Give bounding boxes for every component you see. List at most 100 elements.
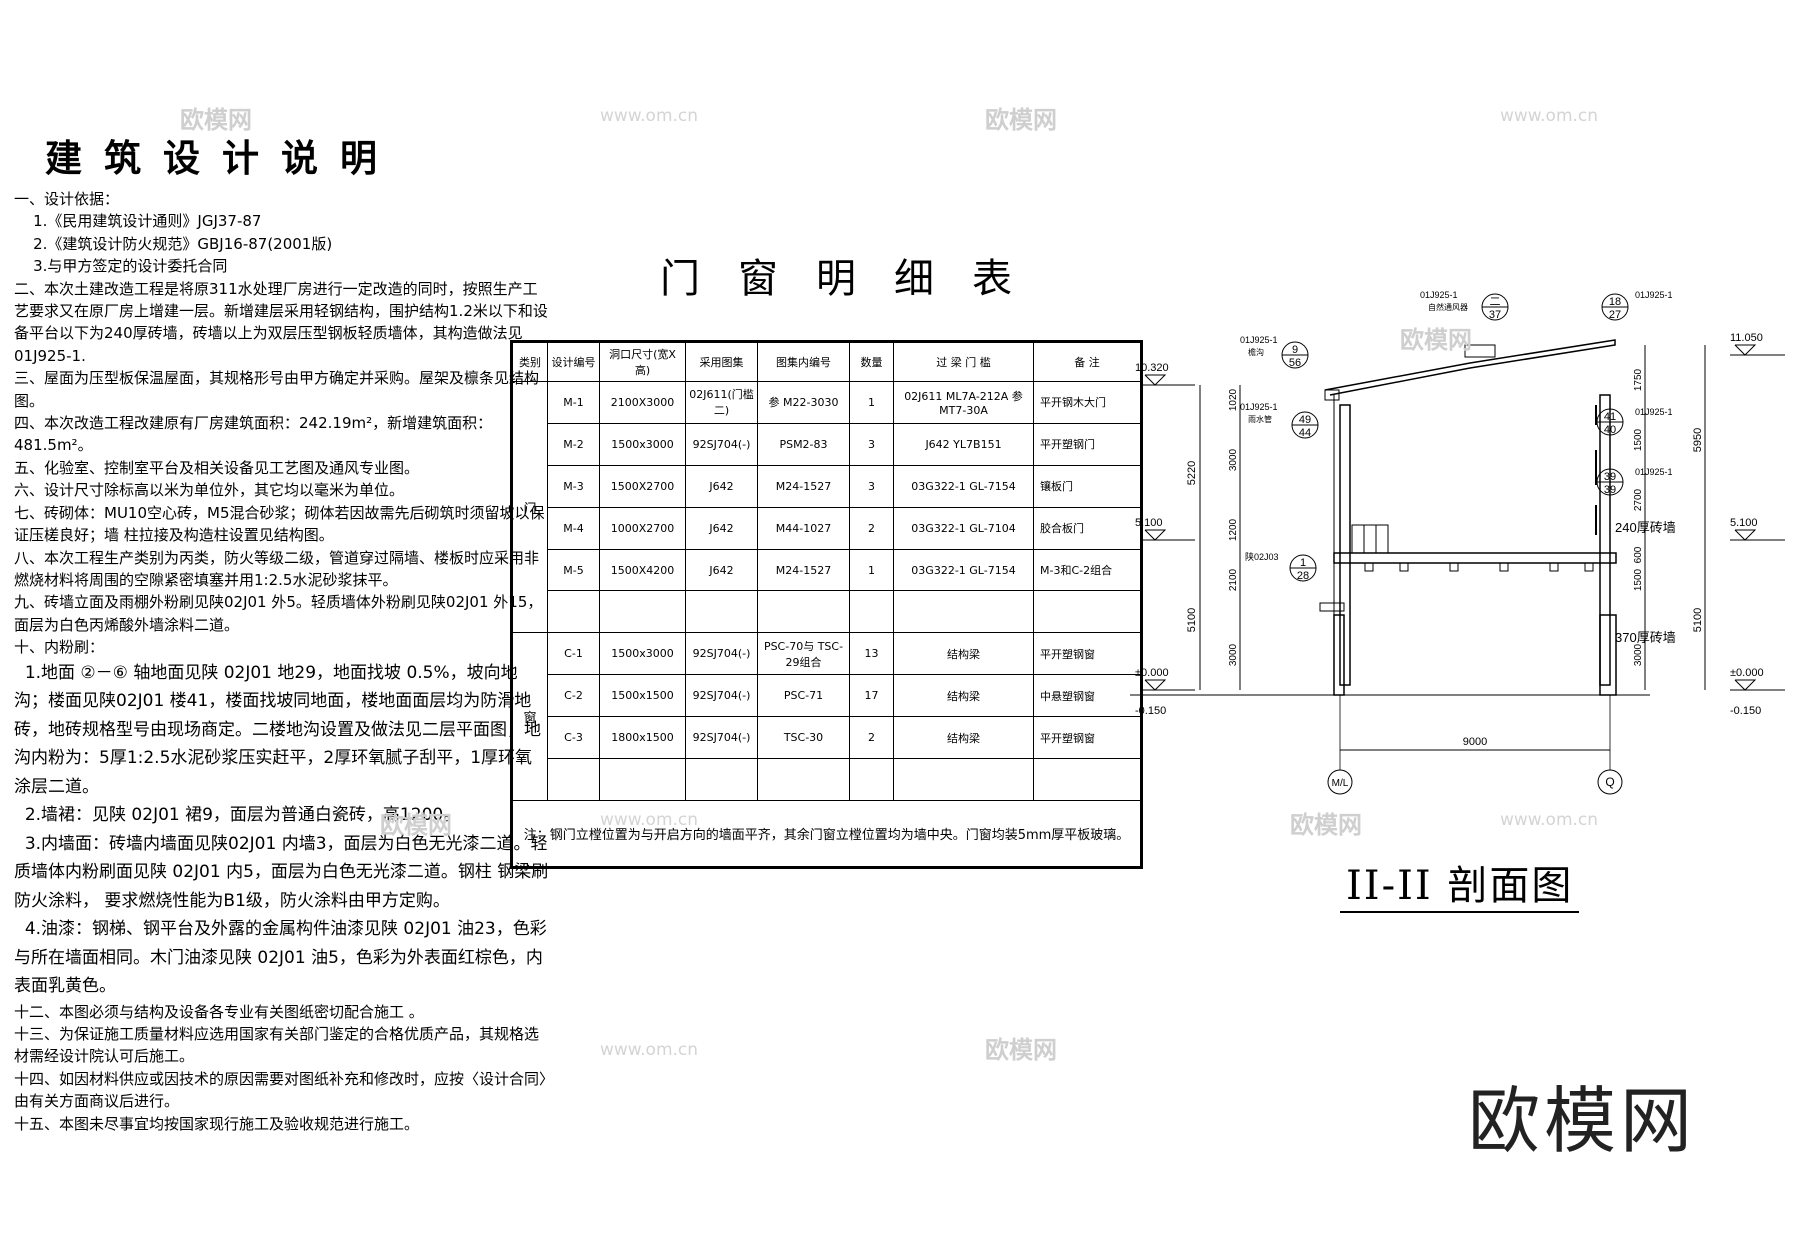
elevation-marker: [1144, 679, 1167, 691]
table-cell: 结构梁: [893, 716, 1034, 760]
watermark: 欧模网: [180, 106, 252, 134]
table-cell: [1033, 758, 1142, 801]
table-cell: 平开钢木大门: [1033, 381, 1142, 424]
detail-ref-sheet: 44: [1299, 427, 1311, 439]
elevation-label: 5.100: [1135, 517, 1163, 529]
dimension-label: 1500: [1633, 428, 1644, 451]
table-cell: 中悬塑钢窗: [1033, 674, 1142, 718]
dimension-label: 1200: [1228, 518, 1239, 541]
table-cell: 结构梁: [893, 674, 1034, 718]
detail-ref-number: 39: [1604, 471, 1616, 483]
table-cell: 92SJ704(-): [685, 422, 758, 466]
table-cell: 2: [849, 506, 894, 550]
dimension-label: 3000: [1228, 643, 1239, 666]
table-cell: 1500X4200: [599, 548, 686, 592]
dimension-label: 5220: [1186, 461, 1198, 485]
table-cell: 1000X2700: [599, 506, 686, 550]
detail-ref-code: 01J925-1: [1240, 335, 1278, 345]
table-cell: [893, 590, 1034, 634]
table-cell: [1033, 590, 1142, 634]
table-cell: M-3和C-2组合: [1033, 548, 1142, 592]
watermark-url: www.om.cn: [600, 106, 699, 126]
note-paragraph: 十二、本图必须与结构及设备各专业有关图纸密切配合施工 。: [14, 1002, 424, 1021]
dimension-label: 2100: [1228, 568, 1239, 591]
roof: [1324, 339, 1616, 396]
header-cell: 备 注: [1033, 341, 1142, 382]
watermark: 欧模网: [985, 1036, 1057, 1064]
table-cell: 平开塑钢窗: [1033, 632, 1142, 676]
detail-ref-code: 01J925-1: [1635, 467, 1673, 477]
table-cell: 胶合板门: [1033, 506, 1142, 550]
detail-ref-code: 01J925-1: [1635, 290, 1673, 300]
detail-ref-sheet: 40: [1604, 424, 1616, 436]
note-paragraph: 4.油漆：钢梯、钢平台及外露的金属构件油漆见陕 02J01 油23，色彩与所在墙…: [14, 919, 547, 997]
watermark-url: www.om.cn: [600, 1040, 699, 1060]
wall-note: 370厚砖墙: [1615, 630, 1676, 645]
table-cell: [757, 758, 850, 801]
table-row: [512, 758, 1142, 801]
note-paragraph: 七、砖砌体：MU10空心砖，M5混合砂浆；砌体若因故需先后砌筑时须留坡以保证压槎…: [14, 503, 545, 545]
elevation-marker: [1734, 344, 1757, 356]
note-paragraph: 2.《建筑设计防火规范》GBJ16-87(2001版): [14, 234, 333, 253]
table-cell: 03G322-1 GL-7154: [893, 464, 1034, 508]
table-cell: M-2: [547, 422, 600, 466]
note-paragraph: 2.墙裙：见陕 02J01 裙9，面层为普通白瓷砖，高1200。: [14, 805, 461, 826]
beam: [1499, 562, 1509, 572]
section-drawing: 10.3205.100±0.000-0.15011.0505.100±0.000…: [1130, 290, 1785, 795]
header-cell: 洞口尺寸(宽X高): [599, 341, 686, 382]
wall-note: 240厚砖墙: [1615, 520, 1676, 535]
detail-ref-number: 18: [1609, 296, 1621, 308]
platform-railing: [1351, 524, 1389, 554]
detail-ref-sheet: 37: [1489, 309, 1501, 321]
detail-ref-desc: 檐沟: [1248, 347, 1264, 357]
header-cell: 采用图集: [685, 341, 758, 382]
table-cell: PSC-71: [757, 674, 850, 718]
table-cell: [849, 758, 894, 801]
table-cell: 92SJ704(-): [685, 674, 758, 718]
table-cell: [893, 758, 1034, 801]
beam: [1549, 562, 1559, 572]
elevation-marker: [1734, 679, 1757, 691]
span-label: 9000: [1463, 736, 1487, 748]
detail-ref-code: 01J925-1: [1420, 290, 1458, 300]
table-cell: [757, 590, 850, 634]
table-cell: PSM2-83: [757, 422, 850, 466]
table-cell: [599, 590, 686, 634]
table-cell: 02J611(门槛二): [685, 381, 758, 424]
table-cell: 13: [849, 632, 894, 676]
axis-label: Q: [1605, 775, 1614, 789]
elevation-label: -0.150: [1730, 705, 1761, 717]
table-cell: C-3: [547, 716, 600, 760]
detail-ref-number: 二: [1490, 296, 1501, 308]
axis-label: M/L: [1332, 778, 1349, 789]
note-paragraph: 二、本次土建改造工程是将原311水处理厂房进行一定改造的同时，按照生产工艺要求又…: [14, 279, 548, 365]
header-cell: 设计编号: [547, 341, 600, 382]
detail-ref-number: 41: [1604, 411, 1616, 423]
table-cell: [599, 758, 686, 801]
table-note: 注：钢门立樘位置为与开启方向的墙面平齐，其余门窗立樘位置均为墙中央。门窗均装5m…: [511, 799, 1142, 869]
dimension-label: 600: [1633, 546, 1644, 563]
table-cell: [547, 758, 600, 801]
beam: [1449, 562, 1459, 572]
table-cell: [849, 590, 894, 634]
table-cell: J642 YL7B151: [893, 422, 1034, 466]
note-paragraph: 一、设计依据：: [14, 190, 120, 208]
brand-logo: 欧模网: [1468, 1079, 1697, 1163]
table-cell: M-4: [547, 506, 600, 550]
detail-ref-sheet: 27: [1609, 309, 1621, 321]
table-cell: J642: [685, 464, 758, 508]
table-note-row: 注：钢门立樘位置为与开启方向的墙面平齐，其余门窗立樘位置均为墙中央。门窗均装5m…: [511, 799, 1142, 869]
table-cell: M44-1027: [757, 506, 850, 550]
table-cell: 2: [849, 716, 894, 760]
note-paragraph: 四、本次改造工程改建原有厂房建筑面积：242.19m²，新增建筑面积：481.5…: [14, 414, 493, 455]
note-paragraph: 1.地面 ②－⑥ 轴地面见陕 02J01 地29，地面找坡 0.5%，坡向地沟；…: [14, 662, 541, 797]
table-cell: 1500x1500: [599, 674, 686, 718]
elevation-marker: [1144, 374, 1167, 386]
design-notes: 一、设计依据： 1.《民用建筑设计通则》JGJ37-87 2.《建筑设计防火规范…: [14, 188, 549, 1135]
dimension-label: 1750: [1633, 368, 1644, 391]
